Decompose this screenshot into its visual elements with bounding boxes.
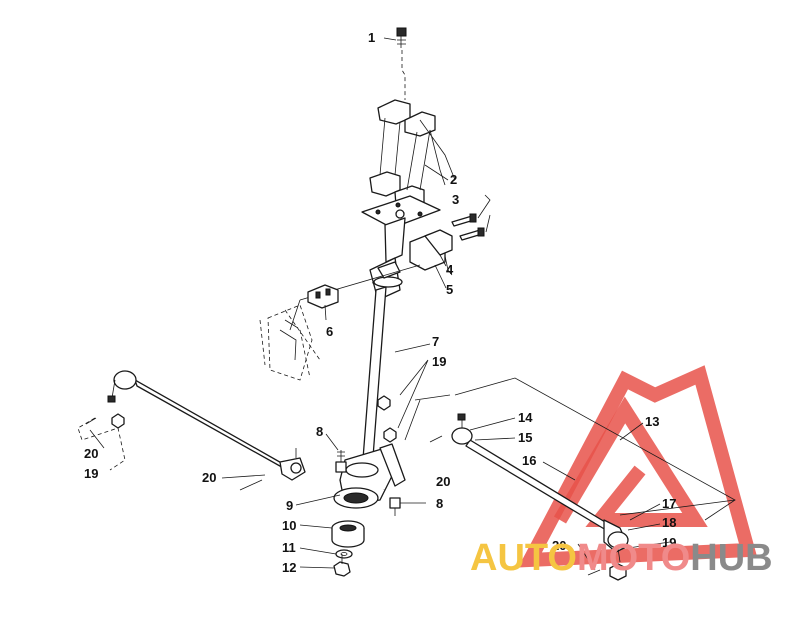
watermark-hub: HUB — [690, 537, 772, 579]
reference-line — [259, 309, 321, 379]
steering-column — [361, 217, 406, 473]
callout-13: 13 — [645, 414, 659, 429]
callout-3: 3 — [452, 192, 459, 207]
callout-8-right: 8 — [436, 496, 443, 511]
cotter-pin-20-right-bottom — [587, 569, 601, 576]
callout-labels: 1 2 3 4 5 6 7 19 8 20 19 20 9 10 11 12 8… — [84, 30, 676, 575]
callout-12: 12 — [282, 560, 296, 575]
callout-17: 17 — [662, 496, 676, 511]
bolt-1 — [396, 27, 407, 100]
reference-box — [404, 377, 736, 521]
left-tie-rod — [107, 370, 306, 481]
callout-20-bottom: 20 — [552, 538, 566, 553]
callout-14: 14 — [518, 410, 533, 425]
automotohub-watermark: AUTOMOTOHUB — [470, 537, 773, 579]
bushing-9 — [333, 487, 379, 509]
callout-19-left: 19 — [84, 466, 98, 481]
left-cotter-pin — [85, 417, 97, 425]
mounting-plate — [361, 195, 441, 229]
callout-18: 18 — [662, 515, 676, 530]
right-tie-rod — [451, 413, 629, 563]
callout-15: 15 — [518, 430, 532, 445]
callout-19-right: 19 — [662, 535, 676, 550]
callout-4: 4 — [446, 262, 454, 277]
callout-20-right: 20 — [436, 474, 450, 489]
bolt-8-right — [389, 497, 401, 516]
automotohub-logo-icon — [518, 365, 758, 568]
callout-6: 6 — [326, 324, 333, 339]
callout-10: 10 — [282, 518, 296, 533]
cotter-pin-20-right-top — [429, 435, 443, 443]
nut-12 — [333, 554, 351, 577]
callout-2: 2 — [450, 172, 457, 187]
callout-16: 16 — [522, 453, 536, 468]
upper-clamp — [369, 99, 456, 211]
callout-8-left: 8 — [316, 424, 323, 439]
clamp-6 — [307, 284, 339, 309]
left-nut-19 — [111, 413, 125, 429]
callout-7: 7 — [432, 334, 439, 349]
nut-19-column — [377, 395, 397, 443]
callout-20-middle: 20 — [202, 470, 216, 485]
callout-19-upper: 19 — [432, 354, 446, 369]
bracket-4 — [409, 229, 453, 276]
right-nut-19 — [609, 563, 627, 581]
svg-text:AUTOMOTOHUB: AUTOMOTOHUB — [470, 537, 773, 579]
callout-1: 1 — [368, 30, 375, 45]
cotter-pin-20 — [239, 479, 263, 491]
bolt-8-left — [335, 450, 347, 473]
callout-20-left: 20 — [84, 446, 98, 461]
callout-11: 11 — [282, 540, 296, 555]
callout-9: 9 — [286, 498, 293, 513]
callout-5: 5 — [446, 282, 453, 297]
bearing-10 — [331, 520, 365, 548]
reference-box — [619, 499, 736, 516]
washer-11 — [335, 549, 353, 559]
bolts-3 — [451, 194, 491, 241]
frame-bracket — [267, 304, 313, 381]
watermark-moto: MOTO — [577, 537, 690, 579]
left-cotter-pin-path — [77, 417, 126, 471]
leader-lines — [89, 37, 671, 571]
watermark-auto: AUTO — [470, 537, 577, 579]
